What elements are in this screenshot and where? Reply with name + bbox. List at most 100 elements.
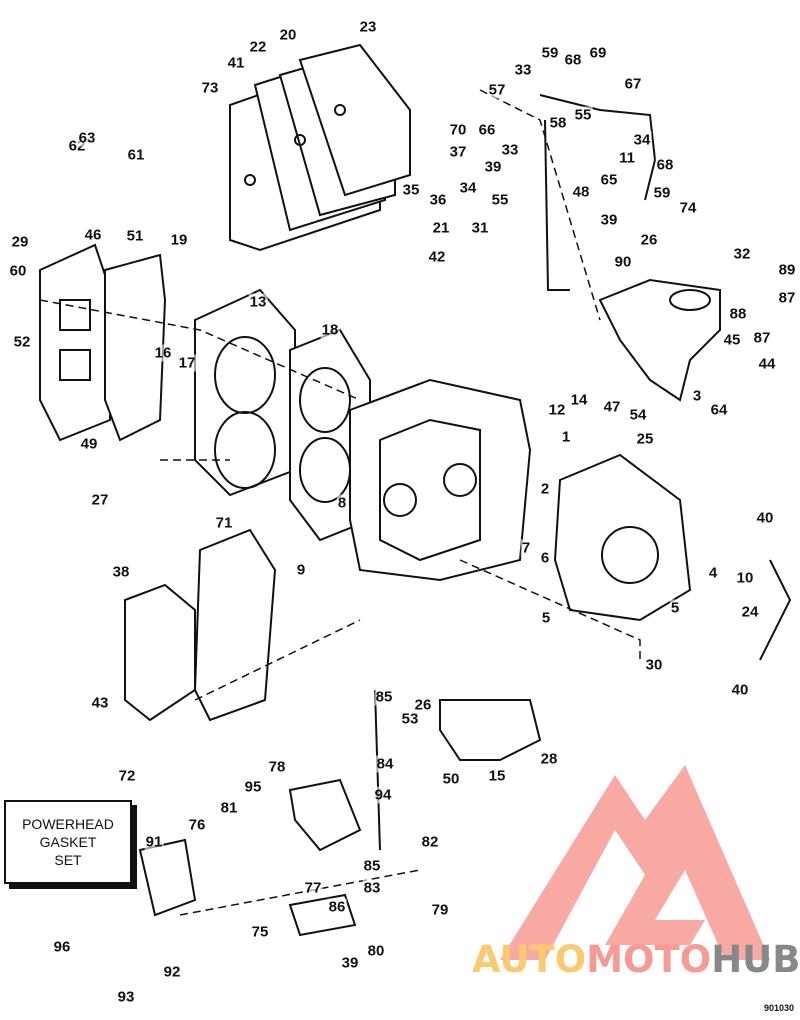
part-label-75: 75 <box>250 923 270 941</box>
gasket-set-line2: GASKET <box>39 834 97 850</box>
gasket-set-line1: POWERHEAD <box>22 816 114 832</box>
part-label-2: 2 <box>539 480 551 498</box>
part-label-40: 40 <box>730 681 750 699</box>
part-label-36: 36 <box>428 191 448 209</box>
part-label-9: 9 <box>295 561 307 579</box>
part-label-76: 76 <box>187 816 207 834</box>
part-label-26: 26 <box>639 231 659 249</box>
part-label-64: 64 <box>709 401 729 419</box>
part-label-71: 71 <box>214 514 234 532</box>
link-rod <box>539 94 657 201</box>
part-label-30: 30 <box>644 656 664 674</box>
part-label-46: 46 <box>83 226 103 244</box>
part-label-89: 89 <box>777 261 797 279</box>
hose <box>759 559 792 661</box>
part-label-3: 3 <box>691 387 703 405</box>
part-label-12: 12 <box>547 401 567 419</box>
part-label-23: 23 <box>358 18 378 36</box>
part-label-87: 87 <box>752 329 772 347</box>
part-label-33: 33 <box>500 141 520 159</box>
part-label-39: 39 <box>483 158 503 176</box>
gasket-set-line3: SET <box>54 852 82 868</box>
part-label-79: 79 <box>430 901 450 919</box>
part-label-88: 88 <box>728 305 748 323</box>
part-label-34: 34 <box>632 131 652 149</box>
part-label-33: 33 <box>513 61 533 79</box>
part-label-69: 69 <box>588 44 608 62</box>
part-label-63: 63 <box>77 129 97 147</box>
part-label-84: 84 <box>375 755 395 773</box>
throttle-bracket <box>598 278 721 402</box>
solenoid <box>138 838 197 917</box>
part-label-52: 52 <box>12 333 32 351</box>
part-label-5: 5 <box>540 609 552 627</box>
part-label-78: 78 <box>267 758 287 776</box>
part-label-55: 55 <box>573 106 593 124</box>
part-label-90: 90 <box>613 253 633 271</box>
part-label-35: 35 <box>401 181 421 199</box>
throttle-shaft <box>544 119 570 291</box>
part-label-57: 57 <box>487 81 507 99</box>
powerhead-gasket-set-box: POWERHEAD GASKET SET <box>4 800 132 884</box>
part-label-80: 80 <box>366 942 386 960</box>
part-label-39: 39 <box>340 954 360 972</box>
part-label-43: 43 <box>90 694 110 712</box>
part-label-95: 95 <box>243 778 263 796</box>
part-label-83: 83 <box>362 879 382 897</box>
part-label-68: 68 <box>563 51 583 69</box>
part-label-44: 44 <box>757 355 777 373</box>
part-label-6: 6 <box>539 549 551 567</box>
part-label-49: 49 <box>79 435 99 453</box>
part-label-10: 10 <box>735 569 755 587</box>
part-label-16: 16 <box>153 344 173 362</box>
part-label-81: 81 <box>219 799 239 817</box>
part-label-77: 77 <box>303 879 323 897</box>
part-label-96: 96 <box>52 938 72 956</box>
part-label-17: 17 <box>177 354 197 372</box>
part-label-31: 31 <box>470 219 490 237</box>
leader-lines <box>39 89 641 916</box>
part-label-19: 19 <box>169 231 189 249</box>
part-label-61: 61 <box>126 146 146 164</box>
part-label-32: 32 <box>732 245 752 263</box>
part-label-22: 22 <box>248 38 268 56</box>
part-label-40: 40 <box>755 509 775 527</box>
cylinder-head-cover-gaskets <box>229 43 411 252</box>
part-label-29: 29 <box>10 233 30 251</box>
part-label-70: 70 <box>448 121 468 139</box>
part-label-51: 51 <box>125 227 145 245</box>
part-label-20: 20 <box>278 26 298 44</box>
part-label-18: 18 <box>320 321 340 339</box>
part-label-34: 34 <box>458 179 478 197</box>
part-label-25: 25 <box>635 430 655 448</box>
mount-bracket <box>288 778 362 852</box>
part-label-15: 15 <box>487 767 507 785</box>
crankcase-half <box>553 453 692 622</box>
part-label-4: 4 <box>707 564 719 582</box>
part-label-58: 58 <box>548 114 568 132</box>
part-label-13: 13 <box>248 293 268 311</box>
part-label-39: 39 <box>599 211 619 229</box>
watermark-moto: MOTO <box>586 938 712 981</box>
part-label-37: 37 <box>448 143 468 161</box>
part-label-53: 53 <box>400 710 420 728</box>
part-label-24: 24 <box>740 603 760 621</box>
part-label-73: 73 <box>200 79 220 97</box>
part-label-1: 1 <box>560 428 572 446</box>
part-label-93: 93 <box>116 988 136 1006</box>
part-label-82: 82 <box>420 833 440 851</box>
watermark-logo-icon <box>500 765 770 960</box>
part-label-45: 45 <box>722 331 742 349</box>
part-label-48: 48 <box>571 183 591 201</box>
part-label-38: 38 <box>111 563 131 581</box>
part-label-42: 42 <box>427 248 447 266</box>
part-label-60: 60 <box>8 262 28 280</box>
part-label-5: 5 <box>669 599 681 617</box>
part-label-92: 92 <box>162 963 182 981</box>
part-label-91: 91 <box>144 833 164 851</box>
part-label-26: 26 <box>413 696 433 714</box>
watermark-auto: AUTO <box>472 938 587 981</box>
part-label-27: 27 <box>90 491 110 509</box>
